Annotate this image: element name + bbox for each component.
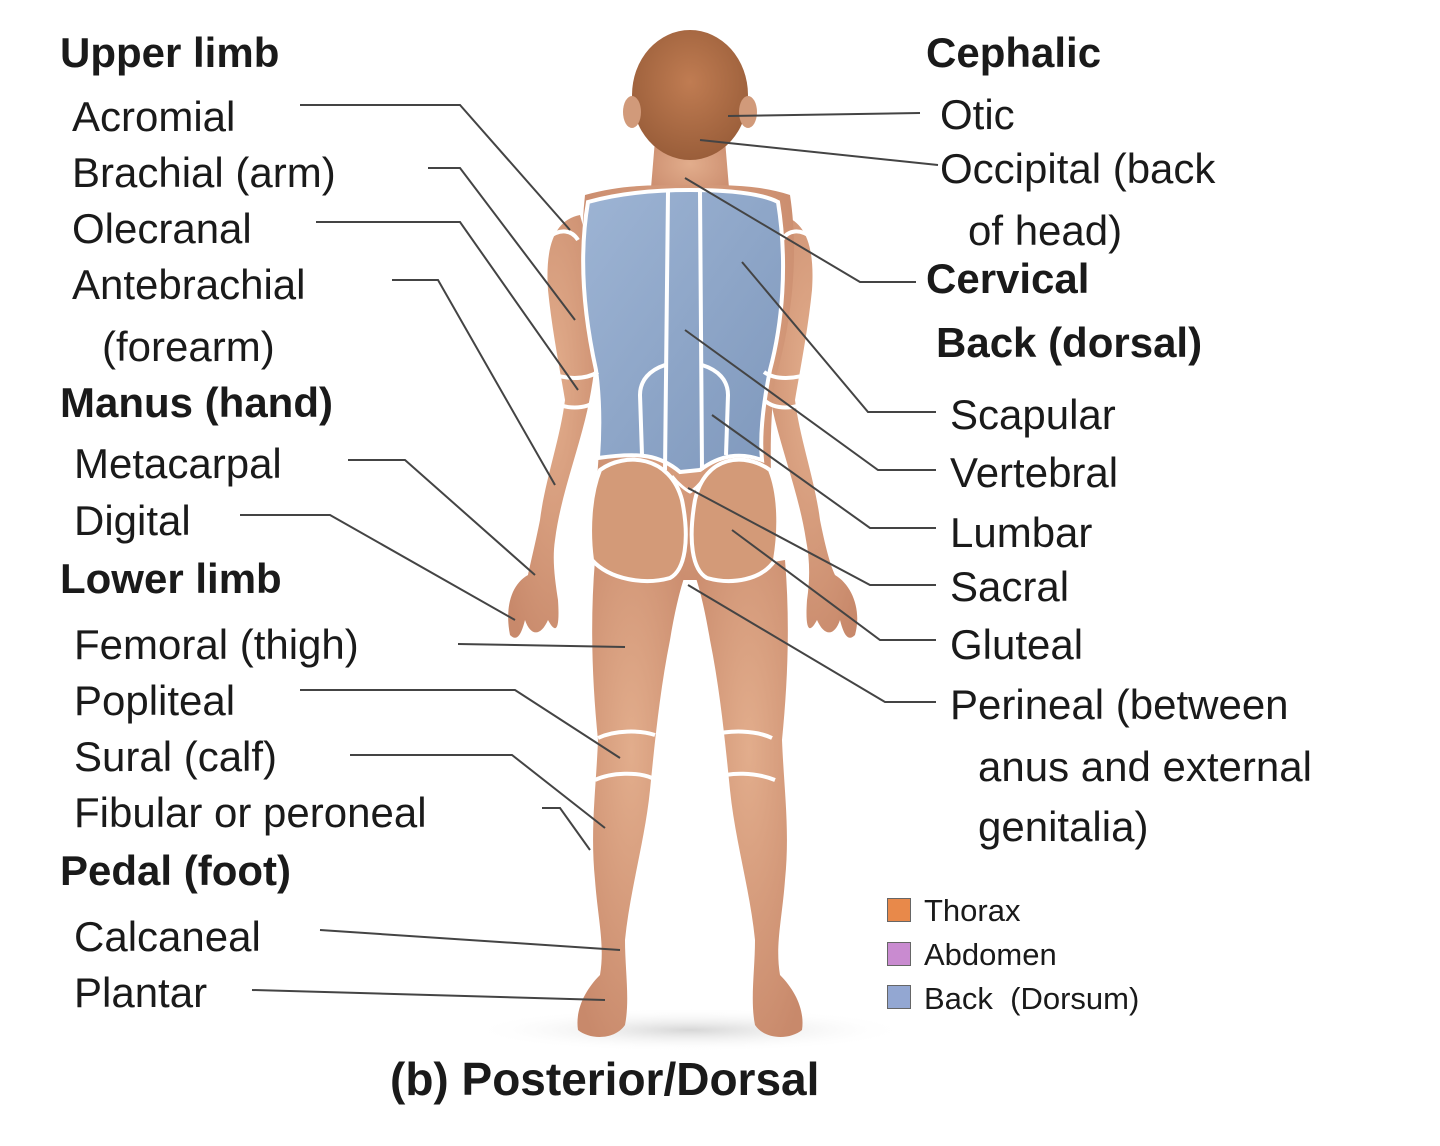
legend-swatch-thorax (887, 898, 911, 922)
label-perineal: Perineal (between (950, 681, 1289, 728)
label-otic: Otic (940, 91, 1015, 138)
label-digital: Digital (74, 497, 191, 544)
left-arm (508, 215, 599, 638)
floor-shadow (470, 1008, 910, 1052)
label-plantar: Plantar (74, 969, 208, 1016)
back-region (581, 187, 786, 475)
label-antebrachial-forearm: (forearm) (102, 323, 275, 370)
legend-label-abdomen: Abdomen (924, 937, 1057, 972)
label-cervical: Cervical (926, 255, 1090, 302)
elbow-band-right (762, 370, 813, 410)
legend-swatch-abdomen (887, 942, 911, 966)
vertebral-strip (663, 191, 704, 471)
label-back-dorsal: Back (dorsal) (936, 319, 1203, 366)
label-gluteal: Gluteal (950, 621, 1084, 668)
label-lumbar: Lumbar (950, 509, 1093, 556)
label-pedal: Pedal (foot) (60, 847, 291, 894)
label-perineal-genitalia: genitalia) (978, 803, 1149, 850)
label-metacarpal: Metacarpal (74, 440, 282, 487)
leader-lines-right (684, 112, 939, 703)
head (632, 30, 748, 160)
lumbar-lines (637, 363, 731, 456)
sacral-mark (670, 475, 708, 494)
knee-band-right (711, 729, 776, 782)
elbow-band-left (547, 370, 600, 410)
label-cephalic: Cephalic (926, 29, 1102, 76)
label-scapular: Scapular (950, 391, 1116, 438)
label-olecranal: Olecranal (72, 205, 252, 252)
gluteal-left (588, 457, 688, 583)
label-fibular: Fibular or peroneal (74, 789, 427, 836)
label-popliteal: Popliteal (74, 677, 236, 724)
label-upper-limb: Upper limb (60, 29, 280, 76)
label-vertebral: Vertebral (950, 449, 1119, 496)
label-antebrachial: Antebrachial (72, 261, 306, 308)
label-occipital: Occipital (back (940, 145, 1216, 192)
left-leg (577, 560, 685, 1037)
acromial-cap-left (546, 229, 580, 242)
legend-label-thorax: Thorax (924, 893, 1021, 928)
label-perineal-anus: anus and external (978, 743, 1312, 790)
legend-swatch-back (887, 985, 911, 1009)
leader-lines-left (240, 104, 626, 1001)
left-ear (623, 96, 641, 128)
label-sural: Sural (calf) (74, 733, 278, 780)
right-leg (695, 560, 803, 1037)
label-manus: Manus (hand) (60, 379, 333, 426)
label-lower-limb: Lower limb (60, 555, 282, 602)
label-acromial: Acromial (72, 93, 236, 140)
right-ear (739, 96, 757, 128)
label-calcaneal: Calcaneal (74, 913, 261, 960)
legend-label-back: Back (Dorsum) (924, 981, 1140, 1016)
label-occipital-back-of-head: of head) (968, 207, 1123, 254)
knee-band-left (594, 729, 656, 782)
label-femoral: Femoral (thigh) (74, 621, 359, 668)
label-brachial: Brachial (arm) (72, 149, 336, 196)
gluteal-right (689, 457, 781, 583)
label-sacral: Sacral (950, 563, 1070, 610)
figure-caption: (b) Posterior/Dorsal (390, 1053, 820, 1105)
